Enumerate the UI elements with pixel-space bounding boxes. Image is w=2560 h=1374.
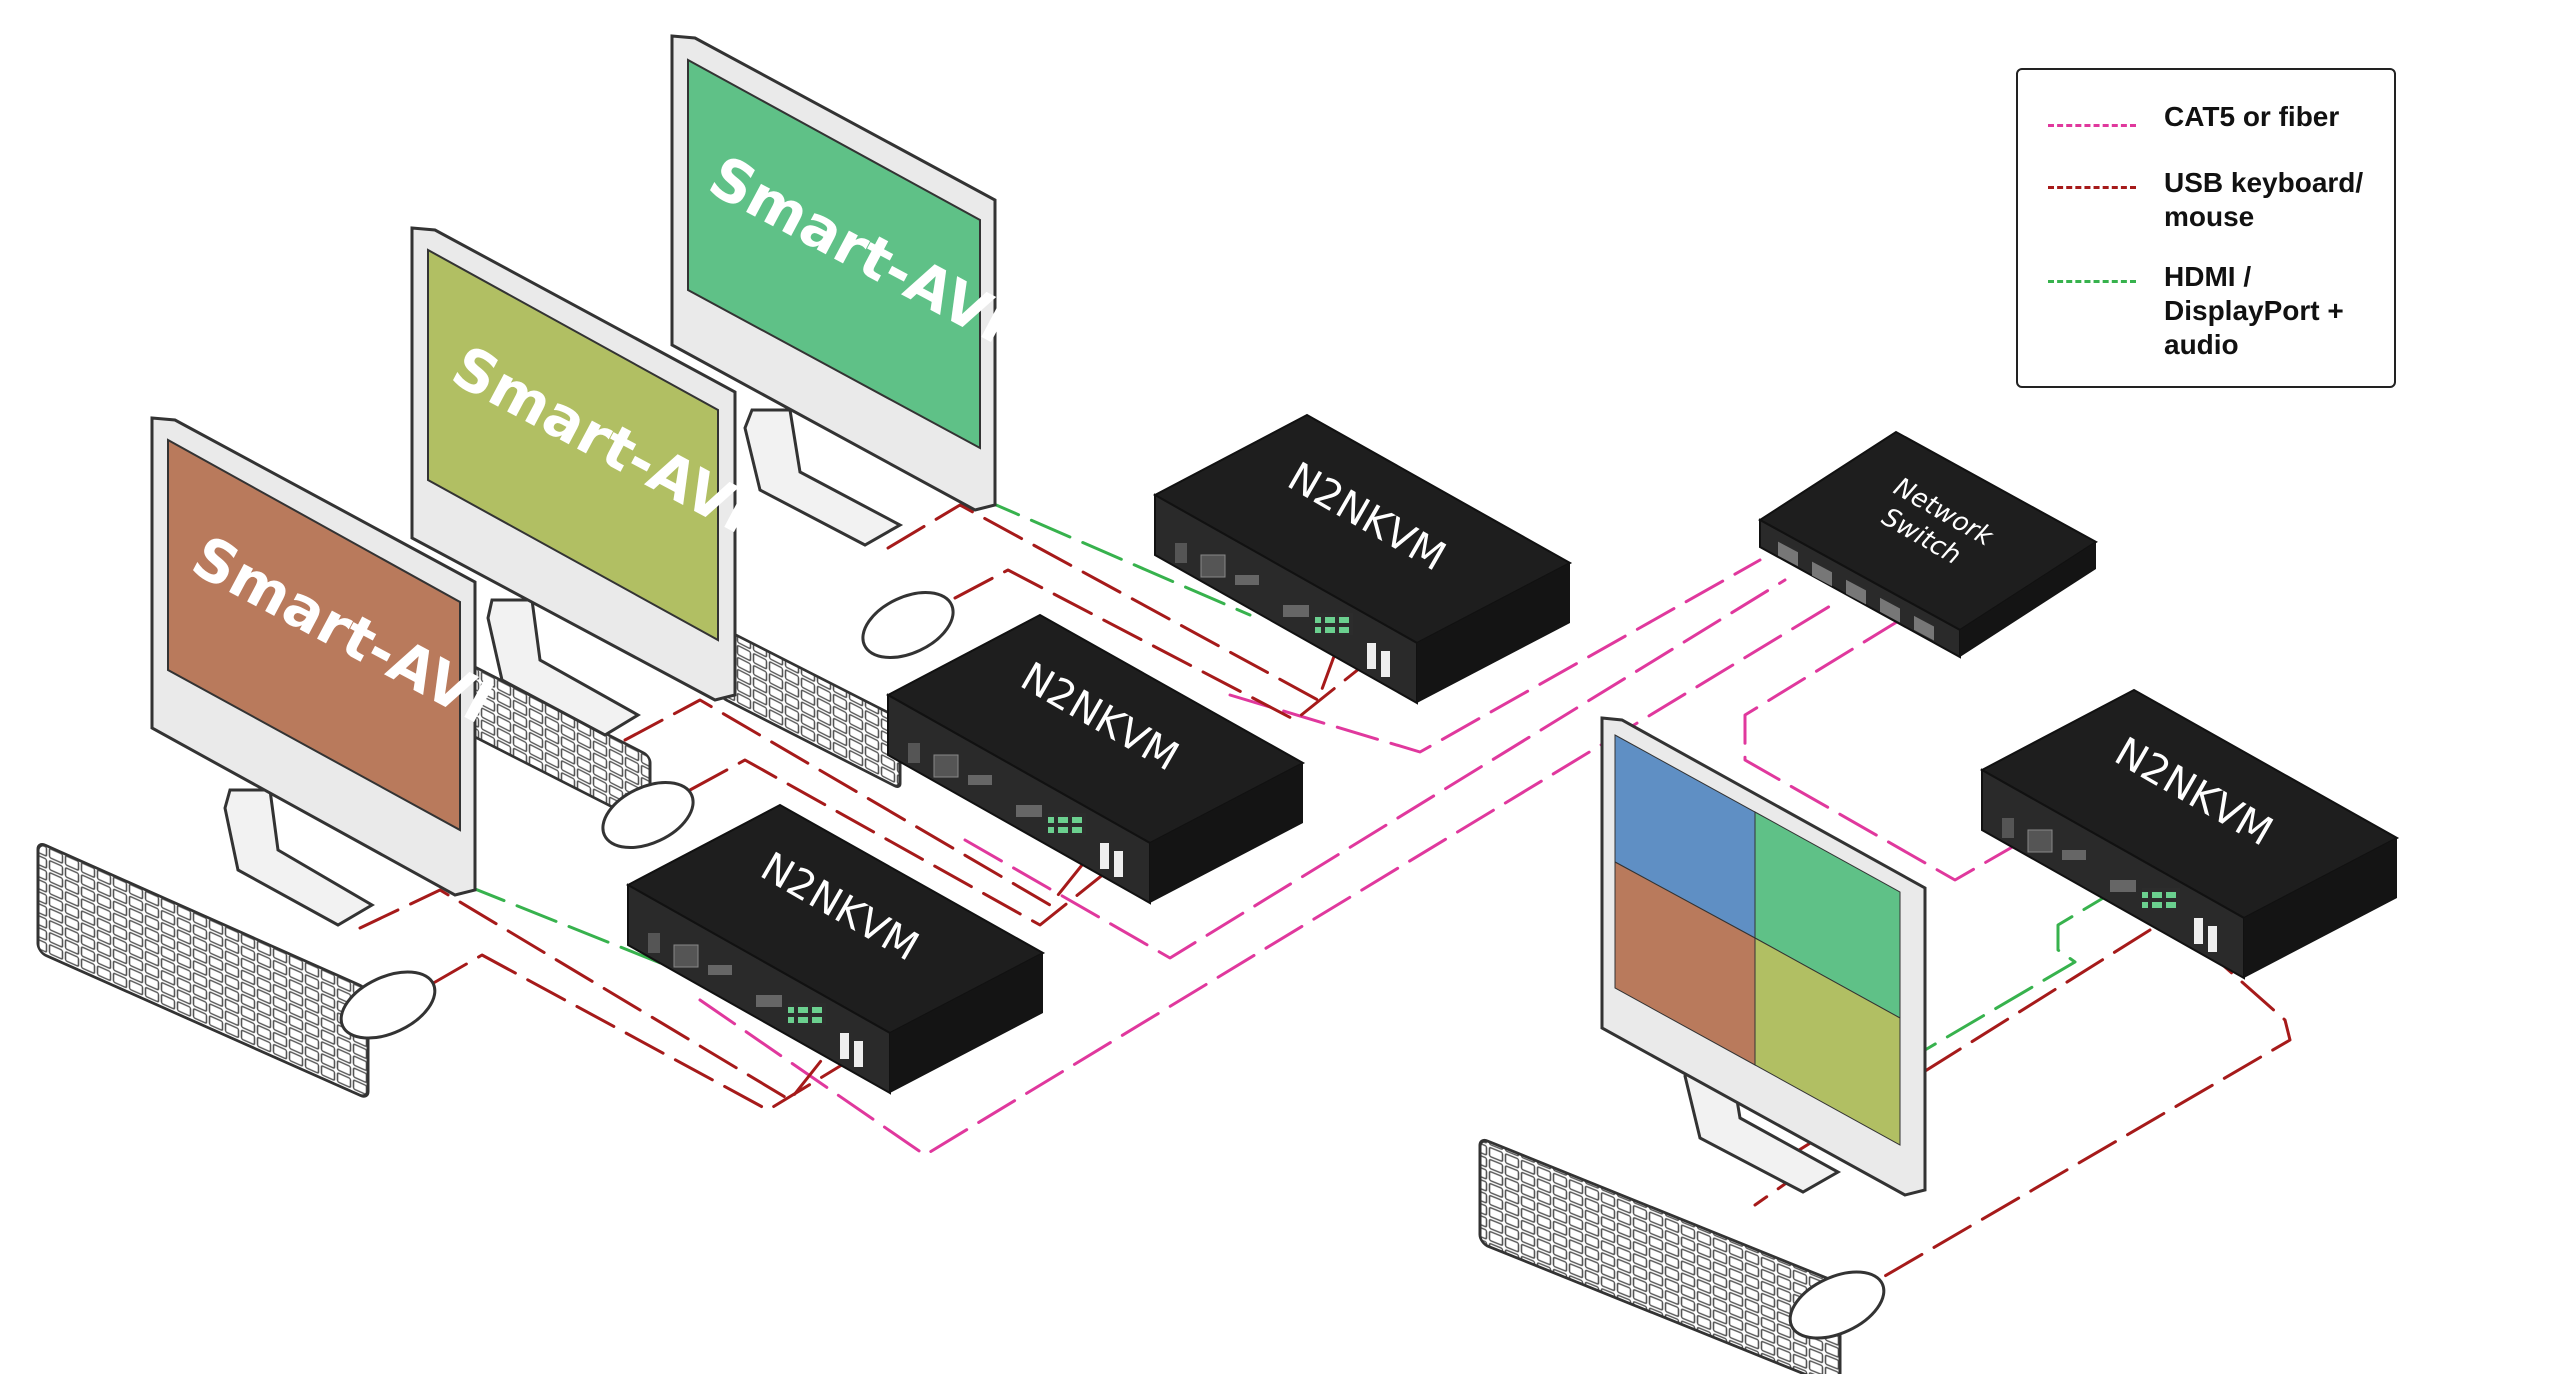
monitor-3-stand: [743, 408, 904, 547]
network-switch: Network Switch: [1758, 430, 2098, 659]
usb-cable-pc1-kvm3: [358, 888, 830, 1102]
legend-label-hdmi: HDMI / DisplayPort + audio: [2164, 261, 2344, 360]
usb-cable-kvm4-mouse: [1876, 943, 2292, 1282]
kvm-unit-1: N2NKVM: [1152, 413, 1573, 705]
legend: CAT5 or fiber USB keyboard/ mouse HDMI /…: [2016, 68, 2396, 388]
quad-view-screen-icon: [1614, 734, 1901, 1146]
mouse-2: [601, 781, 695, 849]
monitor-3-screen: [687, 58, 981, 450]
legend-label-cat5: CAT5 or fiber: [2164, 101, 2340, 132]
usb-cable-mouse3-kvm1: [953, 568, 1382, 722]
usb-cable-mouse2-kvm2: [688, 758, 1117, 927]
legend-swatch-cat5: [2048, 124, 2136, 127]
cable-layer: [358, 496, 2292, 1282]
monitor-2-stand: [486, 598, 641, 737]
kvm-unit-4: N2NKVM: [1979, 688, 2400, 980]
legend-label-usb: USB keyboard/ mouse: [2164, 167, 2364, 232]
usb-cable-mouse1-kvm3: [428, 953, 852, 1112]
output-workstation: [1478, 716, 1927, 1374]
mouse-3: [861, 591, 955, 659]
usb-cable-pc2-kvm2: [623, 698, 1092, 907]
usb-cable-pc3-kvm1: [886, 503, 1342, 702]
computer-3: Smart-AVI: [670, 34, 1021, 788]
output-mouse: [1788, 1270, 1886, 1340]
cat5-cable-kvm2-switch: [963, 578, 1787, 960]
monitor-2-screen: [427, 248, 719, 642]
monitor-1-stand: [223, 788, 375, 927]
mouse-1: [339, 970, 437, 1040]
cat5-cable-kvm3-switch: [698, 598, 1842, 1157]
hdmi-cable-pc3-kvm1: [978, 496, 1252, 617]
cat5-cable-switch-kvm4: [1743, 618, 2030, 882]
legend-swatch-hdmi: [2048, 280, 2136, 283]
cat5-cable-kvm1-switch: [1228, 558, 1762, 754]
keyboard-1: [36, 843, 370, 1098]
legend-swatch-usb: [2048, 186, 2136, 189]
hdmi-cable-kvm4-monitor: [1923, 886, 2122, 1052]
output-keyboard: [1478, 1138, 1842, 1374]
monitor-1-screen: [167, 438, 461, 832]
